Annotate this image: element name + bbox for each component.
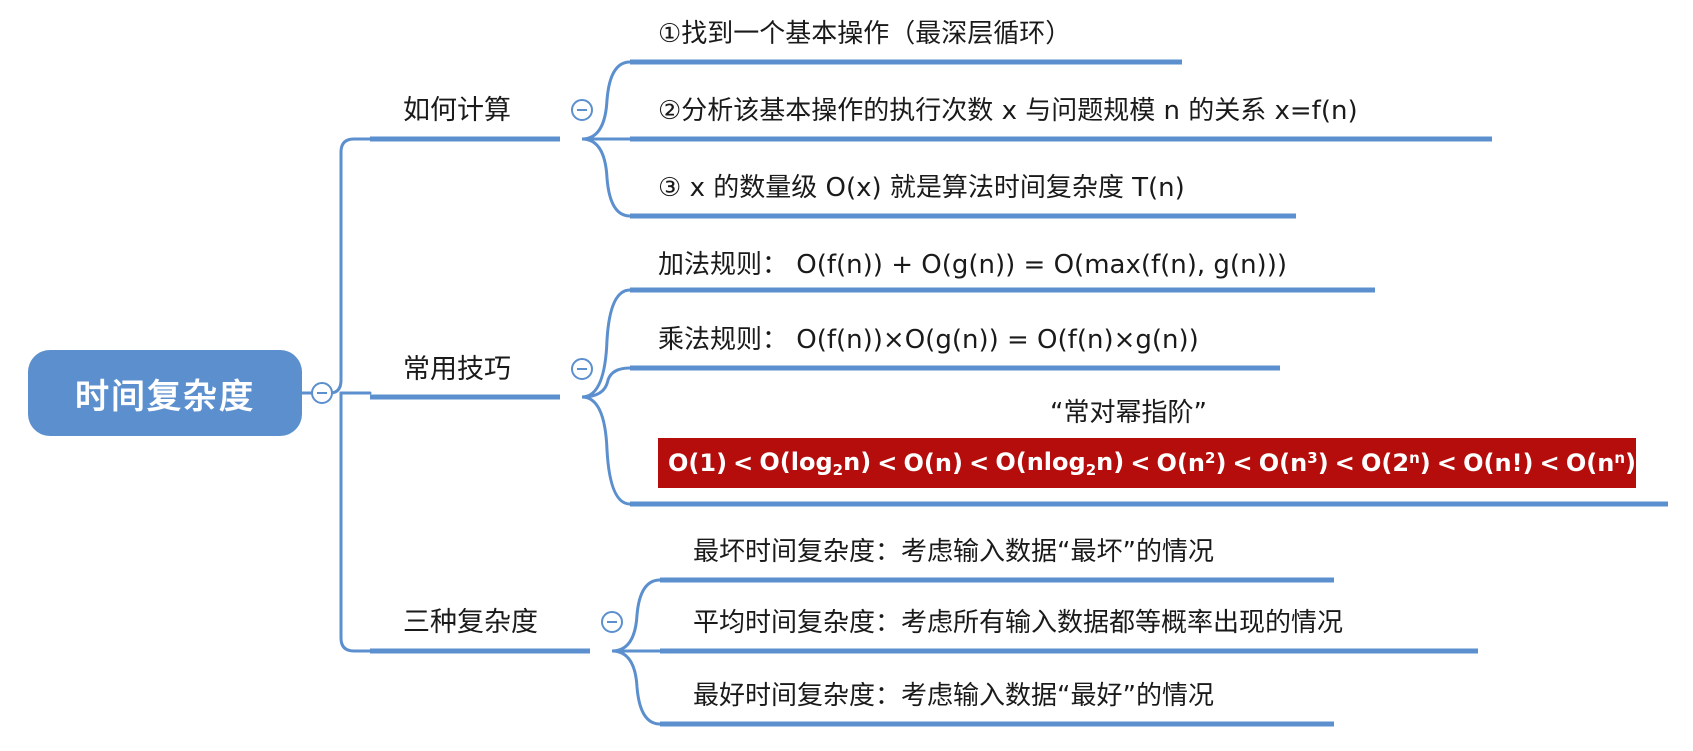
ordering-term: O(n3) <box>1258 449 1329 477</box>
b3-best: 最好时间复杂度：考虑输入数据“最好”的情况 <box>693 681 1214 711</box>
branch-label-three-kinds[interactable]: 三种复杂度 <box>403 607 538 638</box>
b1-child-2: ②分析该基本操作的执行次数 x 与问题规模 n 的关系 x=f(n) <box>658 96 1358 126</box>
less-than-sign: < <box>1334 449 1355 477</box>
less-than-sign: < <box>1436 449 1457 477</box>
b2-mnemonic: “常对幂指阶” <box>1050 398 1207 428</box>
collapse-branch-1-icon[interactable] <box>571 99 593 121</box>
branch-label-how-to-calc[interactable]: 如何计算 <box>403 95 511 126</box>
fan-b2-c3 <box>581 395 631 506</box>
fan-b3-c3 <box>611 649 661 726</box>
b3-average: 平均时间复杂度：考虑所有输入数据都等概率出现的情况 <box>693 608 1344 638</box>
ordering-term: O(1) <box>668 449 728 477</box>
fan-b2-c2 <box>581 366 631 399</box>
less-than-sign: < <box>877 449 898 477</box>
b1-child-1: ①找到一个基本操作（最深层循环） <box>658 19 1072 49</box>
branch-label-tips[interactable]: 常用技巧 <box>403 354 511 385</box>
fan-b1-c3 <box>581 137 631 218</box>
b3-worst: 最坏时间复杂度：考虑输入数据“最坏”的情况 <box>693 537 1214 567</box>
ordering-term: O(nn) <box>1565 449 1636 477</box>
connector-root-branch-1 <box>300 137 372 395</box>
less-than-sign: < <box>1232 449 1253 477</box>
ordering-term: O(n2) <box>1156 449 1227 477</box>
ordering-term: O(n) <box>903 449 963 477</box>
ordering-term: O(n!) <box>1463 449 1534 477</box>
less-than-sign: < <box>733 449 754 477</box>
fan-b3-c1 <box>611 578 661 653</box>
b2-mul-rule: 乘法规则： O(f(n))×O(g(n)) = O(f(n)×g(n)) <box>658 325 1199 355</box>
less-than-sign: < <box>1130 449 1151 477</box>
complexity-ordering: O(1)<O(log2n)<O(n)<O(nlog2n)<O(n2)<O(n3)… <box>658 438 1636 488</box>
root-node[interactable]: 时间复杂度 <box>28 350 302 436</box>
less-than-sign: < <box>969 449 990 477</box>
b1-child-3: ③ x 的数量级 O(x) 就是算法时间复杂度 T(n) <box>658 173 1185 203</box>
ordering-term: O(2n) <box>1361 449 1431 477</box>
connector-root-branch-3 <box>339 391 372 653</box>
collapse-branch-3-icon[interactable] <box>601 611 623 633</box>
ordering-term: O(log2n) <box>759 447 872 479</box>
fan-b2-c1 <box>581 288 631 399</box>
fan-b1-c1 <box>581 60 631 141</box>
collapse-root-icon[interactable] <box>311 382 333 404</box>
collapse-branch-2-icon[interactable] <box>571 358 593 380</box>
ordering-term: O(nlog2n) <box>995 447 1125 479</box>
b2-add-rule: 加法规则： O(f(n)) + O(g(n)) = O(max(f(n), g(… <box>658 250 1287 280</box>
less-than-sign: < <box>1539 449 1560 477</box>
